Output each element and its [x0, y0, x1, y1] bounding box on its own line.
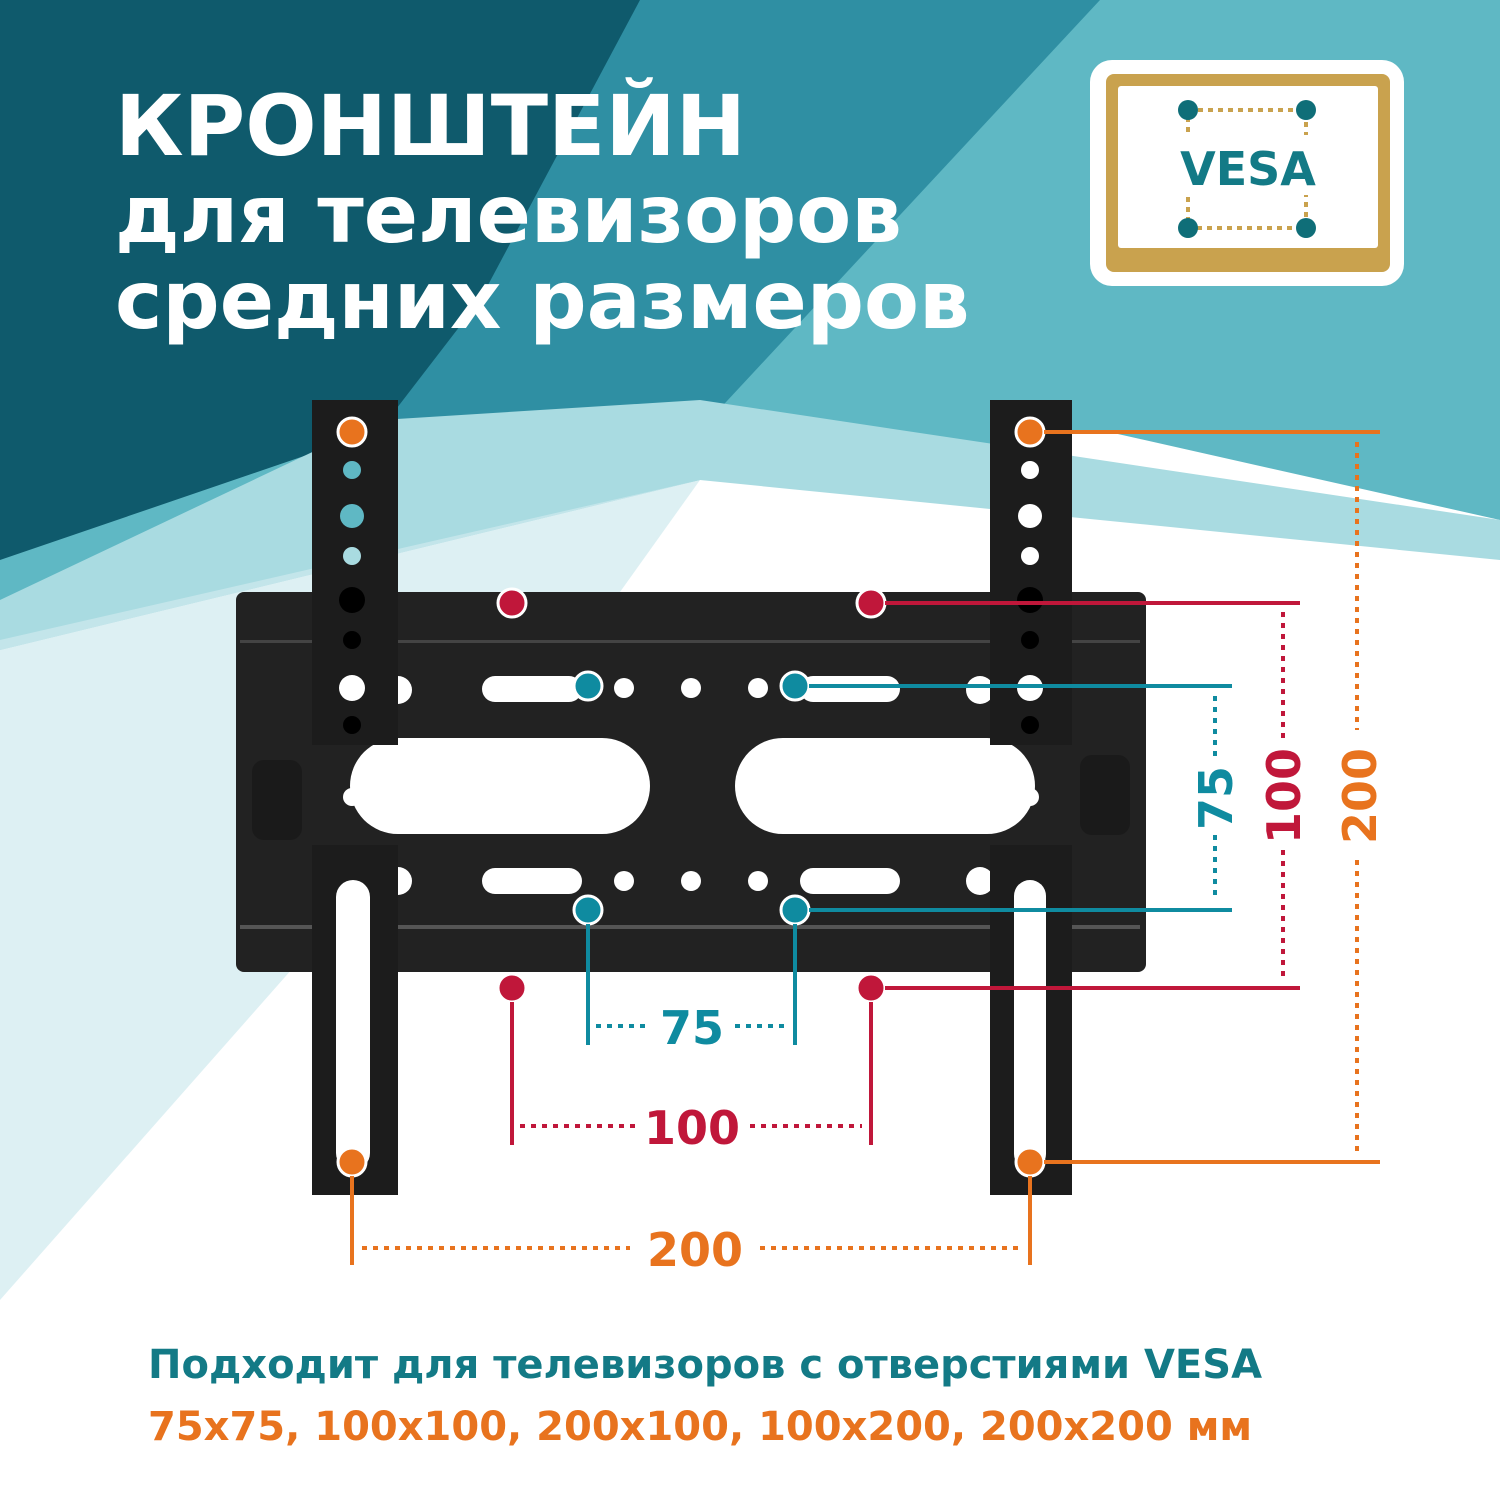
- dimension-lines-100: [510, 601, 1300, 1145]
- dimension-lines-200: [350, 430, 1380, 1265]
- vesa-75-markers: [572, 670, 811, 926]
- footer-vesa-sizes: 75x75, 100x100, 200x100, 100x200, 200x20…: [148, 1404, 1252, 1450]
- vesa-200-markers: [336, 416, 1046, 1178]
- vesa-logo-text: VESA: [1180, 142, 1316, 196]
- vesa-100-markers: [496, 587, 887, 1004]
- dimension-v200-label: 200: [1333, 748, 1387, 844]
- dimension-h75-label: 75: [660, 1001, 724, 1055]
- title-line-1: КРОНШТЕЙН: [115, 77, 746, 175]
- dimension-h100-label: 100: [644, 1101, 740, 1155]
- dimension-v100-label: 100: [1257, 748, 1311, 844]
- footer-compatibility-text: Подходит для телевизоров с отверстиями V…: [148, 1342, 1262, 1388]
- dimension-lines-75: [586, 684, 1232, 1045]
- dimension-h200-label: 200: [647, 1223, 743, 1277]
- vesa-logo: VESA: [1090, 60, 1404, 286]
- dimension-v75-label: 75: [1189, 766, 1243, 830]
- title-line-2: для телевизоров: [115, 168, 902, 261]
- title-line-3: средних размеров: [115, 254, 970, 347]
